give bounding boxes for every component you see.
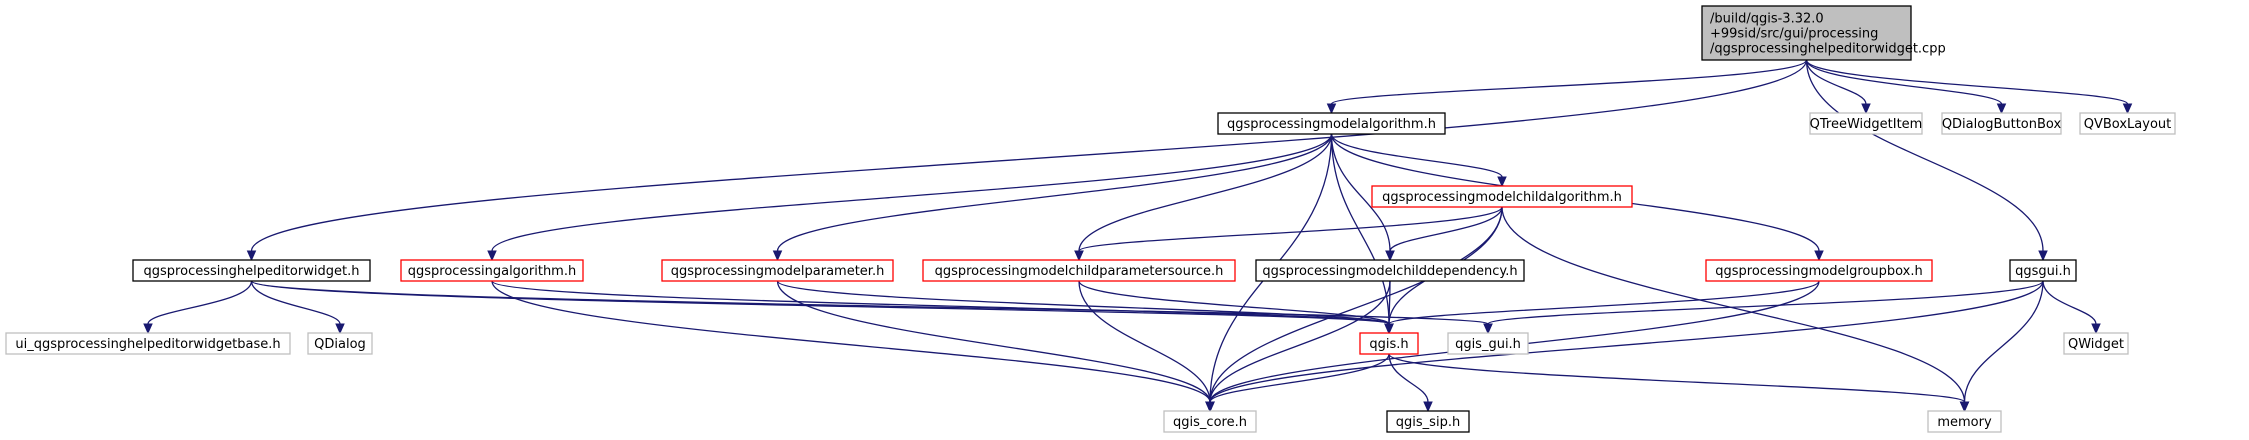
edge-helpeditor-to-qgis [250, 280, 1394, 335]
node-qgiscore[interactable]: qgis_core.h [1163, 410, 1257, 433]
edge-qgsgui-to-qgisgui [1483, 280, 2044, 335]
node-label: qgsprocessingmodelchildparametersource.h [935, 264, 1224, 279]
edge-qgsgui-to-memory [1959, 280, 2044, 413]
edge-root-to-qtreewidgetitem [1805, 59, 1871, 115]
edge-modelalg-to-procalg [487, 133, 1333, 262]
node-qgisgui[interactable]: qgis_gui.h [1447, 332, 1529, 355]
edge-modelalg-to-childalg [1330, 133, 1507, 188]
node-box [5, 332, 291, 355]
node-modelalg[interactable]: qgsprocessingmodelalgorithm.h [1217, 112, 1446, 135]
node-box [132, 259, 371, 282]
node-box [1371, 185, 1633, 208]
node-label: QWidget [2068, 337, 2124, 352]
node-box [1447, 332, 1529, 355]
node-label: qgsprocessingalgorithm.h [408, 264, 576, 279]
node-label: qgsprocessingmodelchilddependency.h [1262, 264, 1517, 279]
node-box [1809, 112, 1923, 135]
node-box [1163, 410, 1257, 433]
node-label: +99sid/src/gui/processing [1710, 27, 1878, 42]
node-qtreewidgetitem[interactable]: QTreeWidgetItem [1809, 112, 1923, 135]
node-box [1705, 259, 1933, 282]
node-qdialogbuttonbox[interactable]: QDialogButtonBox [1941, 112, 2062, 135]
node-label: /qgsprocessinghelpeditorwidget.cpp [1710, 42, 1946, 57]
node-label: QDialogButtonBox [1942, 117, 2062, 132]
node-box [1701, 5, 1912, 61]
node-label: qgsgui.h [2015, 264, 2071, 279]
node-label: /build/qgis-3.32.0 [1710, 12, 1824, 27]
node-root[interactable]: /build/qgis-3.32.0+99sid/src/gui/process… [1701, 5, 1946, 61]
node-qvboxlayout[interactable]: QVBoxLayout [2079, 112, 2176, 135]
edge-qgsgui-to-qgiscore [1205, 280, 2044, 413]
node-uibase[interactable]: ui_qgsprocessinghelpeditorwidgetbase.h [5, 332, 291, 355]
node-helpeditor[interactable]: qgsprocessinghelpeditorwidget.h [132, 259, 371, 282]
edge-root-to-helpeditor [246, 59, 1808, 262]
edge-root-to-qdialogbuttonbox [1805, 59, 2007, 115]
edge-qgis-to-qgiscore [1205, 353, 1390, 413]
node-label: qgis_gui.h [1455, 337, 1521, 352]
node-childparamsrc[interactable]: qgsprocessingmodelchildparametersource.h [922, 259, 1236, 282]
node-qgsgui[interactable]: qgsgui.h [2009, 259, 2077, 282]
node-box [307, 332, 373, 355]
node-label: qgsprocessingmodelgroupbox.h [1715, 264, 1922, 279]
edge-modelparam-to-qgiscore [776, 280, 1215, 413]
node-groupbox[interactable]: qgsprocessingmodelgroupbox.h [1705, 259, 1933, 282]
node-box [1927, 410, 2002, 433]
edge-qgis-to-memory [1388, 353, 1970, 413]
edge-childparamsrc-to-qgiscore [1078, 280, 1215, 413]
edge-childalg-to-childdep [1385, 206, 1503, 262]
node-label: qgsprocessingmodelparameter.h [671, 264, 885, 279]
edge-root-to-qgsgui [1805, 59, 2048, 262]
node-label: memory [1937, 415, 1992, 430]
edge-childalg-to-qgiscore [1205, 206, 1503, 413]
node-label: qgsprocessinghelpeditorwidget.h [144, 264, 360, 279]
node-childalg[interactable]: qgsprocessingmodelchildalgorithm.h [1371, 185, 1633, 208]
nodes-layer: /build/qgis-3.32.0+99sid/src/gui/process… [5, 5, 2176, 433]
node-box [1386, 410, 1470, 433]
edge-childalg-to-childparamsrc [1074, 206, 1503, 262]
node-label: qgsprocessingmodelalgorithm.h [1227, 117, 1436, 132]
edge-helpeditor-to-qdialog [250, 280, 345, 335]
edge-helpeditor-to-uibase [143, 280, 253, 335]
edge-root-to-qvboxlayout [1805, 59, 2133, 115]
node-box [1217, 112, 1446, 135]
edges-layer [143, 59, 2133, 413]
edge-childalg-to-memory [1501, 206, 1970, 413]
node-box [661, 259, 894, 282]
node-procalg[interactable]: qgsprocessingalgorithm.h [400, 259, 584, 282]
node-memory[interactable]: memory [1927, 410, 2002, 433]
node-label: QVBoxLayout [2084, 117, 2171, 132]
node-box [2063, 332, 2129, 355]
node-qgis[interactable]: qgis.h [1359, 332, 1419, 355]
node-box [1359, 332, 1419, 355]
node-box [400, 259, 584, 282]
node-label: QTreeWidgetItem [1810, 117, 1923, 132]
node-modelparam[interactable]: qgsprocessingmodelparameter.h [661, 259, 894, 282]
node-qdialog[interactable]: QDialog [307, 332, 373, 355]
node-box [922, 259, 1236, 282]
edge-groupbox-to-qgis [1384, 280, 1820, 335]
node-label: qgis_core.h [1173, 415, 1247, 430]
node-label: qgis.h [1369, 337, 1408, 352]
node-box [1255, 259, 1525, 282]
edge-qgis-to-qgissip [1388, 353, 1433, 413]
node-childdep[interactable]: qgsprocessingmodelchilddependency.h [1255, 259, 1525, 282]
node-qgissip[interactable]: qgis_sip.h [1386, 410, 1470, 433]
node-box [1941, 112, 2062, 135]
node-label: qgis_sip.h [1396, 415, 1460, 430]
edge-modelalg-to-modelparam [772, 133, 1333, 262]
node-qwidget[interactable]: QWidget [2063, 332, 2129, 355]
node-label: ui_qgsprocessinghelpeditorwidgetbase.h [15, 337, 280, 352]
node-box [2009, 259, 2077, 282]
node-box [2079, 112, 2176, 135]
edge-qgsgui-to-qwidget [2042, 280, 2101, 335]
edge-root-to-modelalg [1326, 59, 1808, 115]
node-label: qgsprocessingmodelchildalgorithm.h [1382, 190, 1622, 205]
node-label: QDialog [314, 337, 366, 352]
